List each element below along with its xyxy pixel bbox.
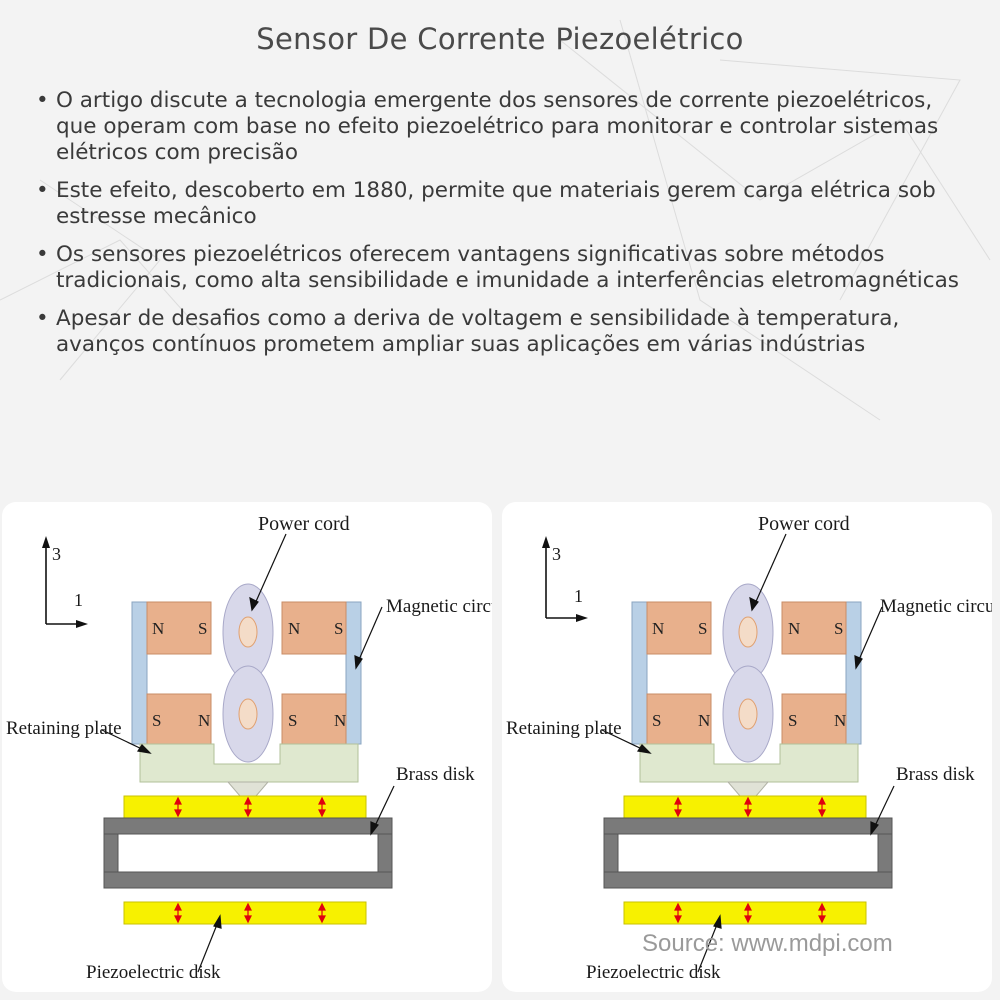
polarization-arrows	[174, 796, 326, 924]
power-cord	[222, 583, 274, 763]
axis-label-3: 3	[52, 544, 61, 564]
magnetic-frame-left	[631, 601, 648, 745]
pole-label: S	[652, 711, 661, 730]
source-credit: Source: www.mdpi.com	[642, 930, 893, 957]
pole-label: S	[198, 619, 207, 638]
leader-lines	[601, 533, 895, 973]
pole-label: N	[198, 711, 210, 730]
piezoelectric-disk-top	[623, 795, 867, 819]
pole-label: N	[834, 711, 846, 730]
brass-disk-bottom	[603, 871, 893, 889]
diagram-panel-left: 3 1 N S N S S N S N	[2, 502, 492, 992]
label-brass-disk: Brass disk	[896, 764, 975, 785]
power-cord	[722, 583, 774, 763]
magnet-block	[646, 601, 712, 655]
magnetic-frame-right	[845, 601, 862, 745]
polarization-arrows	[674, 796, 826, 924]
pole-label: N	[334, 711, 346, 730]
retaining-plate	[139, 743, 359, 783]
label-piezoelectric-disk: Piezoelectric disk	[586, 962, 721, 983]
brass-side-left	[603, 833, 619, 873]
magnet-block	[781, 693, 847, 745]
magnetic-frame-right	[345, 601, 362, 745]
magnet-block	[281, 693, 347, 745]
diagram-panel-right: 3 1 N S N S S N S N	[502, 502, 992, 992]
bullet-item: Este efeito, descoberto em 1880, permite…	[34, 178, 974, 230]
piezoelectric-disk-bottom	[623, 901, 867, 925]
pole-label: N	[652, 619, 664, 638]
magnet-block	[146, 693, 212, 745]
piezoelectric-disk-bottom	[123, 901, 367, 925]
magnet-block	[146, 601, 212, 655]
magnet-block	[781, 601, 847, 655]
label-magnetic-circuit: Magnetic circuit	[880, 596, 992, 617]
axis-indicator	[542, 536, 588, 622]
brass-disk-top	[603, 817, 893, 835]
pole-label: S	[788, 711, 797, 730]
pole-label: S	[152, 711, 161, 730]
axis-label-3: 3	[552, 544, 561, 564]
bullet-item: O artigo discute a tecnologia emergente …	[34, 88, 974, 166]
label-brass-disk: Brass disk	[396, 764, 475, 785]
label-power-cord: Power cord	[758, 513, 850, 535]
axis-label-1: 1	[574, 586, 583, 606]
pole-label: N	[698, 711, 710, 730]
label-retaining-plate: Retaining plate	[6, 718, 122, 739]
pole-label: S	[334, 619, 343, 638]
bullet-item: Apesar de desafios como a deriva de volt…	[34, 306, 974, 358]
pole-label: S	[834, 619, 843, 638]
piezoelectric-disk-top	[123, 795, 367, 819]
magnet-block	[646, 693, 712, 745]
leader-lines	[101, 533, 395, 973]
contact-tip	[226, 781, 270, 797]
retaining-plate	[639, 743, 859, 783]
brass-disk-top	[103, 817, 393, 835]
bullet-list: O artigo discute a tecnologia emergente …	[34, 88, 974, 370]
brass-disk-bottom	[103, 871, 393, 889]
bullet-item: Os sensores piezoelétricos oferecem vant…	[34, 242, 974, 294]
magnetic-frame-left	[131, 601, 148, 745]
page-title: Sensor De Corrente Piezoelétrico	[256, 22, 744, 56]
label-retaining-plate: Retaining plate	[506, 718, 622, 739]
brass-side-right	[377, 833, 393, 873]
label-piezoelectric-disk: Piezoelectric disk	[86, 962, 221, 983]
brass-side-right	[877, 833, 893, 873]
pole-label: S	[698, 619, 707, 638]
brass-side-left	[103, 833, 119, 873]
label-power-cord: Power cord	[258, 513, 350, 535]
axis-label-1: 1	[74, 590, 83, 610]
magnet-block	[281, 601, 347, 655]
pole-label: S	[288, 711, 297, 730]
pole-label: N	[288, 619, 300, 638]
sensor-diagram: 3 1 N S N S S N S N	[506, 513, 992, 983]
pole-label: N	[788, 619, 800, 638]
contact-tip	[726, 781, 770, 797]
pole-label: N	[152, 619, 164, 638]
axis-indicator	[42, 536, 88, 628]
label-magnetic-circuit: Magnetic circuit	[386, 596, 492, 617]
sensor-diagram: 3 1 N S N S S N S N	[6, 513, 492, 983]
